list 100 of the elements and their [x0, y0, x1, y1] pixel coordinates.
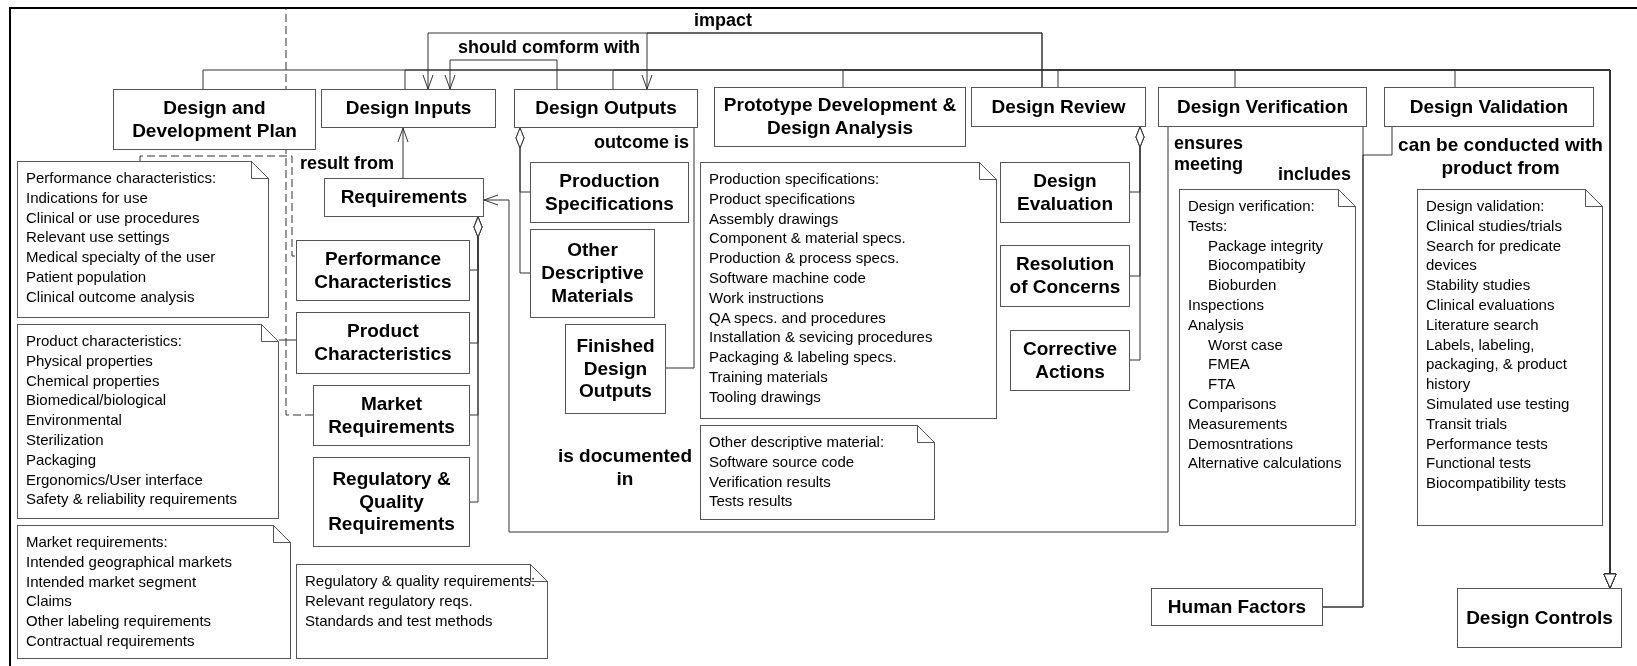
connector-line [278, 339, 297, 341]
note-line: Tests results [709, 491, 794, 512]
class-box: Corrective Actions [1010, 330, 1130, 391]
class-box: Design and Development Plan [113, 89, 316, 150]
note-line: Packaging & labeling specs. [709, 347, 898, 367]
arrow [641, 32, 1043, 90]
note-box [1417, 189, 1603, 526]
note-line: Medical specialty of the user [26, 247, 217, 267]
class-box: Requirements [324, 178, 484, 217]
note-line: Intended geographical markets [26, 551, 233, 572]
class-box: Regulatory & Quality Requirements [313, 457, 470, 547]
note-heading: Design validation: [1426, 196, 1546, 216]
note-line: Biocompatibility tests [1426, 473, 1568, 493]
note-line: Chemical properties [26, 370, 161, 391]
note-line: Biomedical/biological [26, 390, 168, 411]
class-box: Performance Characteristics [296, 240, 470, 301]
note-heading: Design verification: [1188, 196, 1316, 216]
note-line: Standards and test methods [305, 610, 494, 631]
note-line: Relevant regulatory reqs. [305, 590, 474, 611]
note-line: Tooling drawings [709, 386, 822, 407]
note-line: Installation & sevicing procedures [709, 327, 934, 348]
note-line: Measurements [1188, 413, 1289, 434]
note-line: Analysis [1188, 314, 1245, 335]
note-line: Environmental [26, 410, 123, 430]
note-line: Patient population [26, 267, 148, 287]
note-line: Clinical or use procedures [26, 207, 201, 228]
aggregation-line [1129, 126, 1145, 361]
note-line: Labels, labeling, packaging, & product history [1426, 334, 1568, 394]
note-box [17, 525, 291, 659]
note-heading: Performance characteristics: [26, 168, 218, 188]
note-box [17, 161, 269, 318]
note-line: Component & material specs. [709, 228, 907, 249]
note-line: Relevant use settings [26, 227, 171, 248]
class-box: Design Evaluation [1000, 162, 1130, 223]
note-line: Tests: [1188, 215, 1229, 236]
aggregation-line [515, 127, 531, 274]
note-line: Search for predicate devices [1426, 235, 1563, 276]
connector-line [665, 127, 695, 369]
note-line: Biocompatibity [1207, 255, 1307, 276]
note-line: Sterilization [26, 430, 105, 450]
arrow [444, 59, 558, 90]
note-line: Transit trials [1426, 413, 1509, 434]
note-heading: Production specifications: [709, 169, 881, 189]
note-line: Work instructions [709, 287, 825, 308]
class-box: Market Requirements [313, 385, 470, 446]
class-box: Design Verification [1158, 87, 1367, 127]
note-line: Clinical evaluations [1426, 295, 1556, 315]
class-box: Finished Design Outputs [565, 324, 666, 414]
note-line: Verification results [709, 471, 832, 492]
note-line: Worst case [1207, 334, 1284, 355]
note-line: Physical properties [26, 350, 154, 371]
note-line: Comparisons [1188, 393, 1278, 414]
note-box [296, 564, 548, 659]
note-line: Stability studies [1426, 275, 1532, 295]
note-line: Demosntrations [1188, 433, 1295, 454]
note-line: Contractual requirements [26, 631, 196, 651]
class-box: Design Inputs [321, 89, 496, 128]
class-box: Design Review [971, 87, 1146, 127]
class-box: Resolution of Concerns [1000, 245, 1130, 307]
class-box: Other Descriptive Materials [530, 229, 655, 318]
note-line: Simulated use testing [1426, 393, 1571, 414]
class-box: Production Specifications [530, 162, 689, 223]
note-line: Claims [26, 591, 73, 612]
note-line: Production & process specs. [709, 248, 901, 268]
note-line: Functional tests [1426, 453, 1533, 474]
note-line: Literature search [1426, 314, 1540, 335]
note-heading: Regulatory & quality requirements: [305, 571, 537, 591]
note-line: QA specs. and procedures [709, 307, 887, 328]
note-line: Other labeling requirements [26, 611, 213, 631]
arrow [1454, 69, 1617, 589]
arrow [397, 127, 409, 179]
note-line: FMEA [1207, 354, 1251, 375]
note-line: Product specifications [709, 188, 856, 209]
note-line: FTA [1207, 374, 1237, 394]
note-heading: Other descriptive material: [709, 432, 886, 452]
note-line: Clinical outcome analysis [26, 286, 196, 307]
note-line: Software machine code [709, 268, 867, 288]
note-heading: Market requirements: [26, 532, 169, 552]
class-box: Prototype Development & Design Analysis [714, 87, 966, 147]
note-line: Software source code [709, 451, 856, 472]
class-box: Design Controls [1457, 588, 1622, 648]
class-box: Product Characteristics [296, 312, 470, 374]
note-line: Alternative calculations [1188, 453, 1343, 474]
note-line: Training materials [709, 366, 829, 387]
note-line: Clinical studies/trials [1426, 215, 1563, 236]
note-line: Bioburden [1207, 275, 1278, 295]
edge-label: impact [694, 10, 753, 31]
class-box: Design Validation [1384, 87, 1594, 127]
aggregation-line [469, 216, 483, 503]
relation-label: can be conducted with product from [1398, 134, 1603, 180]
dashed-connector-line [139, 155, 297, 257]
note-line: Assembly drawings [709, 208, 840, 229]
note-box [17, 324, 279, 519]
note-heading: Product characteristics: [26, 331, 183, 351]
class-box: Design Outputs [514, 89, 698, 128]
note-line: Inspections [1188, 295, 1265, 315]
class-box: Human Factors [1151, 588, 1323, 626]
note-box [700, 425, 935, 520]
relation-label: is documented in [556, 445, 694, 491]
note-line: Performance tests [1426, 433, 1549, 454]
